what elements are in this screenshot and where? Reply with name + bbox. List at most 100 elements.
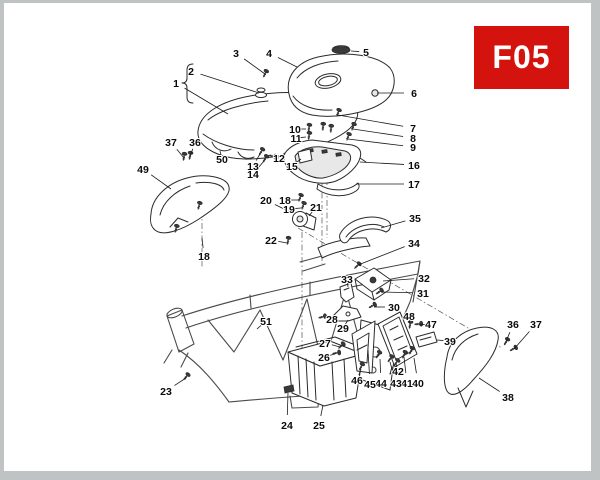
callout-leader-47 — [418, 324, 426, 326]
callout-7: 7 — [410, 123, 416, 135]
callout-leader-24 — [286, 392, 289, 416]
callout-leader-12 — [271, 156, 276, 158]
callout-31: 31 — [417, 288, 429, 300]
callout-14: 14 — [247, 169, 259, 181]
figure-code-label: F05 — [492, 39, 551, 75]
callout-leader-39 — [436, 339, 445, 341]
callout-leader-42 — [395, 363, 398, 368]
callout-32: 32 — [418, 273, 430, 285]
callout-41: 41 — [401, 378, 413, 390]
callout-leader-36 — [505, 331, 511, 343]
callout-36: 36 — [507, 319, 519, 331]
callout-27: 27 — [319, 338, 331, 350]
fastener-bolt — [180, 151, 188, 162]
callout-18: 18 — [198, 251, 210, 263]
fastener-bolt — [260, 68, 270, 79]
callout-leader-2 — [200, 73, 260, 94]
callout-leader-20 — [274, 204, 291, 213]
callout-20: 20 — [260, 195, 272, 207]
callout-28: 28 — [326, 314, 338, 326]
fastener-bolt — [186, 150, 194, 161]
part-battery-box — [287, 336, 364, 407]
fastener-bolt — [343, 131, 353, 142]
callout-leader-43 — [389, 361, 394, 374]
callout-leader-51 — [256, 324, 263, 330]
callout-6: 6 — [411, 88, 417, 100]
part-grommet — [255, 87, 267, 99]
callout-leader-4 — [277, 57, 298, 68]
callout-12: 12 — [273, 153, 285, 165]
callout-51: 51 — [260, 316, 272, 328]
callout-leader-44 — [379, 358, 381, 374]
callout-leader-29 — [344, 319, 349, 325]
callout-43: 43 — [390, 378, 402, 390]
callout-leader-15 — [295, 158, 302, 164]
callout-36: 36 — [189, 137, 201, 149]
callout-leader-9 — [347, 138, 404, 147]
callout-29: 29 — [337, 323, 349, 335]
callout-10: 10 — [289, 124, 301, 136]
callout-25: 25 — [313, 420, 325, 432]
callout-34: 34 — [408, 238, 420, 250]
callout-26: 26 — [318, 352, 330, 364]
callout-leader-21 — [308, 210, 314, 217]
callout-leader-5 — [350, 50, 360, 52]
callout-leader-49 — [150, 174, 172, 190]
part-tail-cover — [287, 53, 395, 117]
fastener-bolt — [295, 192, 305, 203]
callout-45: 45 — [364, 379, 376, 391]
fastener-bolt — [367, 300, 378, 311]
part-luggage-rack — [277, 139, 367, 184]
callout-leader-41 — [403, 356, 407, 374]
callout-leader-13 — [255, 153, 261, 161]
callout-18: 18 — [279, 195, 291, 207]
figure-code-badge: F05 — [474, 26, 569, 89]
callout-49: 49 — [137, 164, 149, 176]
part-bracket-33 — [339, 282, 355, 303]
callout-37: 37 — [165, 137, 177, 149]
callout-leader-27 — [331, 344, 341, 348]
callout-leader-32 — [382, 278, 415, 282]
callout-17: 17 — [408, 179, 420, 191]
part-support-32 — [354, 267, 392, 301]
callout-leader-3 — [243, 58, 266, 75]
callout-leader-14 — [257, 160, 265, 169]
part-grab-handle — [339, 216, 391, 244]
callout-38: 38 — [502, 392, 514, 404]
callout-1: 1 — [173, 78, 179, 90]
callout-leader-34 — [357, 246, 405, 266]
callout-leader-7 — [337, 114, 404, 127]
callout-leader-25 — [320, 404, 324, 417]
callout-33: 33 — [341, 274, 353, 286]
callout-40: 40 — [412, 378, 424, 390]
callout-21: 21 — [310, 202, 322, 214]
leader-layer — [150, 50, 530, 417]
callout-leader-23 — [174, 377, 187, 386]
callout-5: 5 — [363, 47, 369, 59]
callout-35: 35 — [409, 213, 421, 225]
callout-23: 23 — [160, 386, 172, 398]
part-fuel-cap — [331, 45, 351, 54]
fastener-bolt — [298, 200, 308, 211]
callout-30: 30 — [388, 302, 400, 314]
callout-46: 46 — [351, 375, 363, 387]
callout-leader-28 — [323, 317, 329, 319]
callout-4: 4 — [266, 48, 272, 60]
callout-leader-38 — [478, 377, 500, 392]
callout-44: 44 — [375, 378, 387, 390]
callout-leader-37 — [513, 331, 530, 350]
part-seat-lock — [292, 211, 317, 231]
fastener-bolt — [284, 235, 292, 246]
callout-48: 48 — [403, 311, 415, 323]
callout-leader-22 — [278, 240, 288, 244]
callout-leader-50 — [219, 150, 222, 156]
callout-42: 42 — [392, 366, 404, 378]
callout-leader-19 — [294, 207, 302, 209]
fastener-bolt — [352, 260, 363, 271]
callout-leader-37 — [176, 148, 185, 159]
callout-leader-16 — [359, 161, 405, 165]
callout-8: 8 — [410, 133, 416, 145]
callout-leader-18 — [201, 237, 204, 248]
